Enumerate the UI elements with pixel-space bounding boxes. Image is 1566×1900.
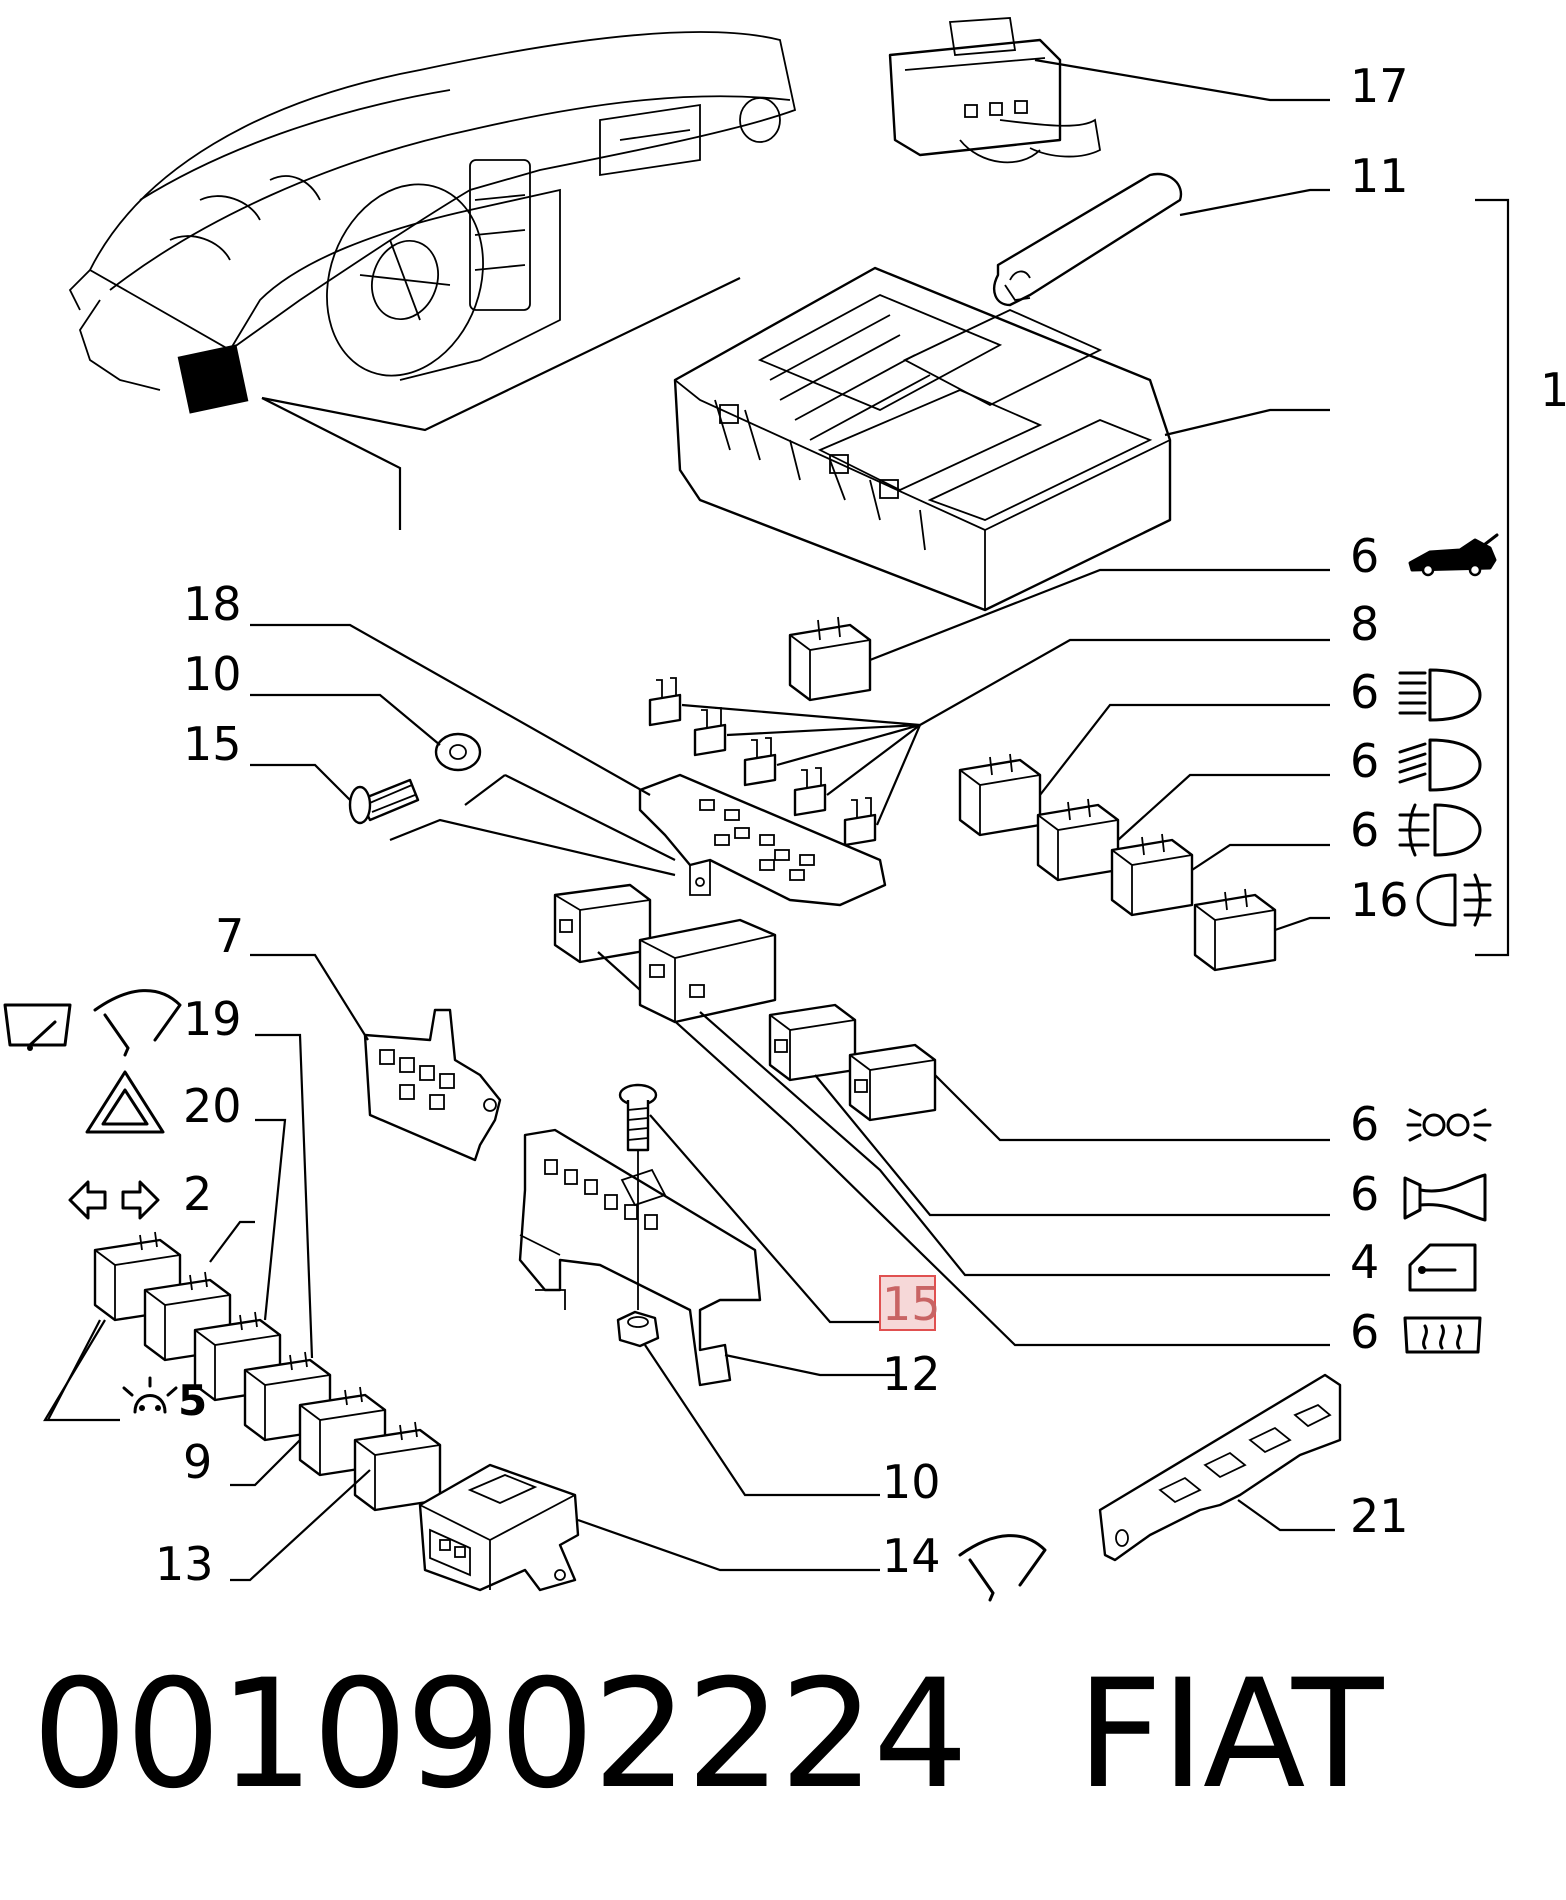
callout-16: 16 (1350, 873, 1409, 927)
callout-6-horn: 6 (1350, 1167, 1379, 1221)
callout-19: 19 (183, 992, 242, 1046)
part-21-bracket (1098, 1373, 1342, 1562)
hazard-icon (85, 1070, 165, 1134)
callout-10-bottom: 10 (882, 1455, 941, 1509)
part-17-connector (888, 17, 1330, 164)
part-1-fuse-box (673, 266, 1330, 612)
callout-6-trunk: 6 (1350, 529, 1379, 583)
trunk-icon (1408, 533, 1499, 577)
horn-icon (1403, 1173, 1487, 1222)
interior-light-icon (122, 1376, 178, 1414)
callout-8: 8 (1350, 597, 1379, 651)
callout-12: 12 (882, 1347, 941, 1401)
relay-group-right (788, 568, 1330, 972)
callout-5: 5 (178, 1376, 207, 1425)
callout-6-side-lights: 6 (1350, 1097, 1379, 1151)
wiper-icon (93, 989, 182, 1057)
door-lock-icon (1408, 1243, 1477, 1292)
callout-21: 21 (1350, 1489, 1409, 1543)
callout-7: 7 (215, 909, 244, 963)
callout-10-top: 10 (183, 647, 242, 701)
callout-9: 9 (183, 1435, 212, 1489)
callout-2: 2 (183, 1167, 212, 1221)
fuse-box-location-marker (177, 344, 249, 414)
part-14-module (418, 1463, 880, 1592)
footer-caption: 0010902224 FIAT (32, 1648, 1383, 1822)
relays-center (553, 883, 1330, 1347)
callout-6-defrost: 6 (1350, 1305, 1379, 1359)
wiper-module-icon (958, 1534, 1047, 1602)
part-11-cover-strip (993, 172, 1330, 307)
high-beam-icon (1398, 668, 1482, 722)
highlight-box (879, 1275, 936, 1331)
callout-20: 20 (183, 1079, 242, 1133)
bolt-nut-left (250, 693, 482, 825)
callout-15-highlighted: 15 (882, 1277, 941, 1331)
callout-4: 4 (1350, 1235, 1379, 1289)
bracket-group-1 (1475, 198, 1510, 957)
part-7-bracket (250, 953, 502, 1162)
relays-left (43, 1033, 442, 1582)
fog-light-icon (1398, 803, 1482, 857)
callout-1: 1 (1540, 363, 1566, 417)
side-lights-icon (1406, 1108, 1492, 1142)
callout-14: 14 (882, 1529, 941, 1583)
callout-6-low-beam: 6 (1350, 734, 1379, 788)
part-12-bracket (518, 1083, 895, 1497)
callout-11: 11 (1350, 149, 1409, 203)
callout-6-fog: 6 (1350, 803, 1379, 857)
callout-18: 18 (183, 577, 242, 631)
rear-fog-icon (1416, 873, 1492, 927)
part-number: 0010902224 (32, 1648, 968, 1822)
brand-name: FIAT (1076, 1648, 1383, 1822)
low-beam-icon (1398, 738, 1482, 792)
part-8-fuses (648, 638, 1330, 847)
callout-17: 17 (1350, 59, 1409, 113)
rear-defrost-icon (1403, 1316, 1482, 1354)
callout-15-top: 15 (183, 717, 242, 771)
dashboard-illustration (68, 31, 797, 530)
wiper-windshield-icon (3, 1003, 72, 1051)
callout-6-high-beam: 6 (1350, 665, 1379, 719)
callout-13: 13 (155, 1537, 214, 1591)
turn-signal-icon (68, 1180, 160, 1220)
part-18-plate (250, 623, 887, 907)
